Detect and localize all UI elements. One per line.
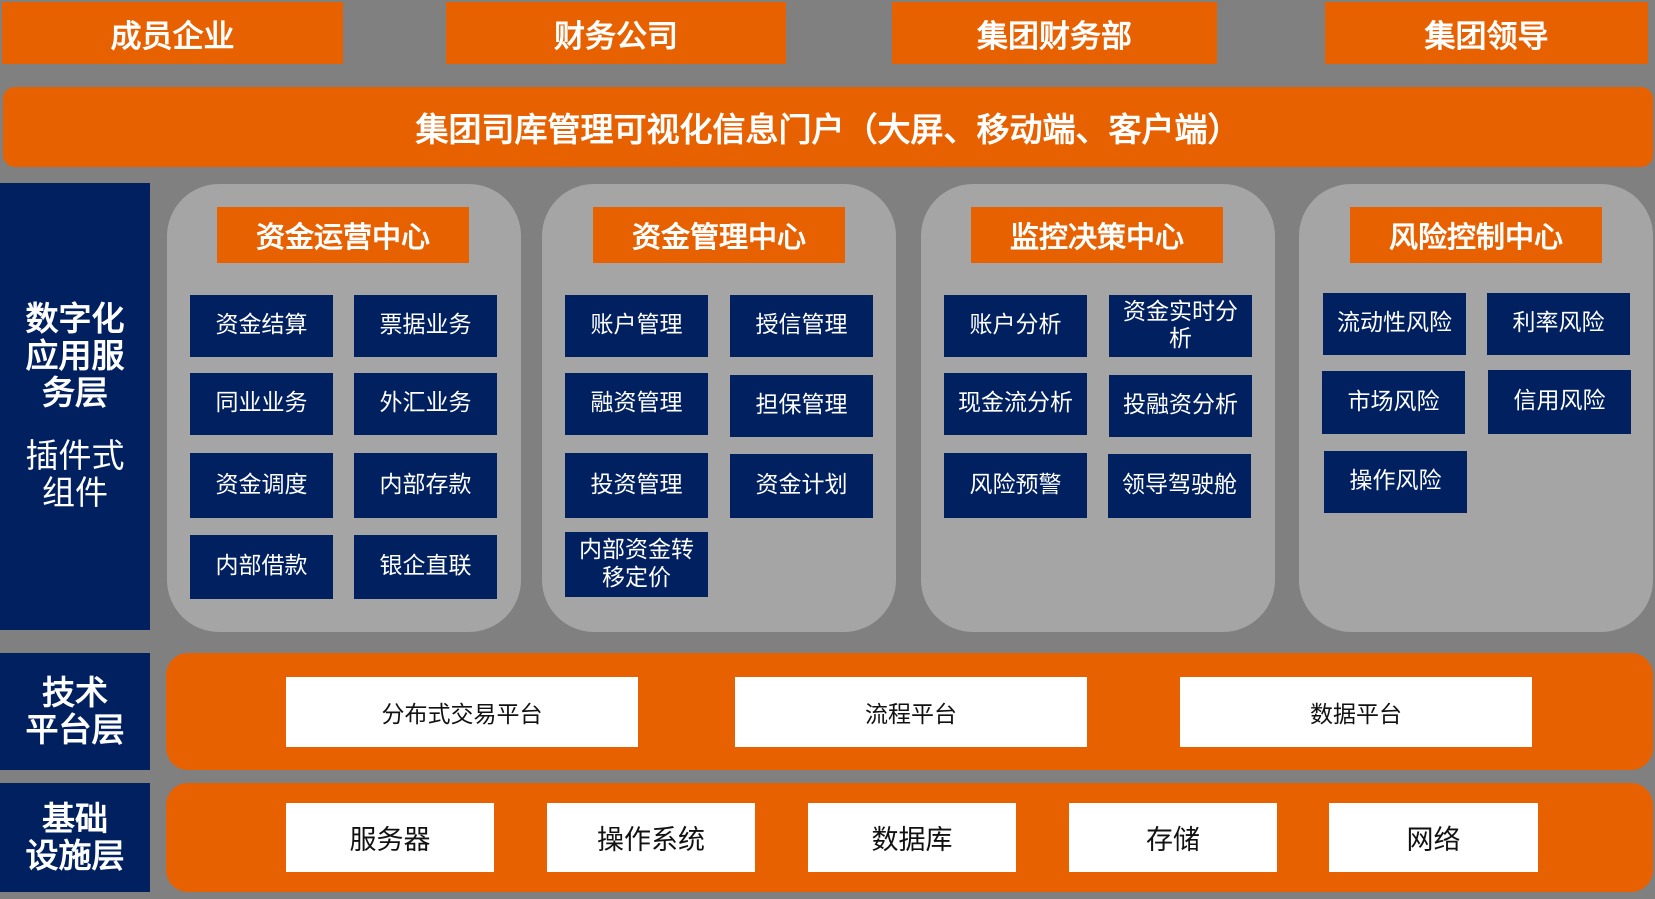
infrastructure-layer-strip: 服务器 操作系统 数据库 存储 网络 [166,783,1653,892]
module-item[interactable]: 账户分析 [944,295,1087,357]
title-line: 设施层 [25,835,125,875]
stakeholder-group-finance-dept: 集团财务部 [892,2,1217,64]
module-item[interactable]: 内部资金转移定价 [565,532,708,597]
module-item[interactable]: 风险预警 [944,453,1087,518]
subtitle-line: 组件 [42,472,108,512]
stakeholder-group-leaders: 集团领导 [1325,2,1648,64]
panel-header: 风险控制中心 [1350,207,1602,263]
stakeholder-label: 集团财务部 [977,18,1132,55]
module-item[interactable]: 资金调度 [190,453,333,518]
title-line: 务层 [42,373,108,413]
infra-operating-system[interactable]: 操作系统 [547,803,755,872]
title-line: 应用服 [25,336,125,376]
stakeholder-finance-company: 财务公司 [446,2,786,64]
title-line: 平台层 [25,709,125,749]
platform-data[interactable]: 数据平台 [1180,677,1532,747]
module-item[interactable]: 授信管理 [730,295,873,357]
title-line: 技术 [42,672,108,712]
module-item[interactable]: 内部存款 [354,453,497,518]
module-item[interactable]: 资金结算 [190,295,333,357]
technology-layer-strip: 分布式交易平台 流程平台 数据平台 [166,653,1653,770]
module-item[interactable]: 资金计划 [730,454,873,518]
module-item[interactable]: 银企直联 [354,535,497,599]
panel-header: 监控决策中心 [971,207,1223,263]
title-line: 数字化 [25,299,125,339]
center-panel-fund-operations: 资金运营中心 资金结算 票据业务 同业业务 外汇业务 资金调度 内部存款 内部借… [167,184,521,632]
portal-title: 集团司库管理可视化信息门户（大屏、移动端、客户端） [415,110,1241,149]
stakeholder-label: 财务公司 [554,18,678,55]
module-item[interactable]: 投资管理 [565,453,708,518]
module-item[interactable]: 信用风险 [1488,370,1631,434]
module-item[interactable]: 融资管理 [565,373,708,435]
technology-layer-label: 技术 平台层 [0,653,150,770]
infra-storage[interactable]: 存储 [1069,803,1277,872]
portal-banner: 集团司库管理可视化信息门户（大屏、移动端、客户端） [3,87,1653,167]
infra-network[interactable]: 网络 [1329,803,1538,872]
module-item[interactable]: 领导驾驶舱 [1108,454,1251,518]
module-item[interactable]: 操作风险 [1324,451,1467,513]
center-panel-monitoring-decision: 监控决策中心 账户分析 资金实时分析 现金流分析 投融资分析 风险预警 领导驾驶… [921,184,1275,632]
title-line: 基础 [42,798,108,838]
panel-header: 资金运营中心 [217,207,469,263]
stakeholder-member-enterprises: 成员企业 [2,2,343,64]
stakeholder-label: 集团领导 [1424,18,1549,55]
module-item[interactable]: 内部借款 [190,535,333,599]
application-layer-title: 数字化 应用服 务层 [25,299,125,413]
center-panel-fund-management: 资金管理中心 账户管理 授信管理 融资管理 担保管理 投资管理 资金计划 内部资… [542,184,896,632]
platform-distributed-transaction[interactable]: 分布式交易平台 [286,677,638,747]
infra-server[interactable]: 服务器 [286,803,494,872]
infra-database[interactable]: 数据库 [808,803,1016,872]
subtitle-line: 插件式 [25,435,125,475]
module-item[interactable]: 账户管理 [565,295,708,357]
module-item[interactable]: 同业业务 [190,373,333,435]
module-item[interactable]: 现金流分析 [944,373,1087,435]
module-item[interactable]: 利率风险 [1487,293,1630,355]
module-item[interactable]: 票据业务 [354,295,497,357]
infrastructure-layer-title: 基础 设施层 [25,798,125,875]
stakeholder-label: 成员企业 [110,18,235,55]
module-item[interactable]: 外汇业务 [354,373,497,435]
center-panel-risk-control: 风险控制中心 流动性风险 利率风险 市场风险 信用风险 操作风险 [1299,184,1653,632]
platform-workflow[interactable]: 流程平台 [735,677,1087,747]
module-item[interactable]: 流动性风险 [1323,293,1466,355]
technology-layer-title: 技术 平台层 [25,672,125,749]
module-item[interactable]: 投融资分析 [1109,375,1252,437]
module-item[interactable]: 担保管理 [730,375,873,437]
application-layer-label: 数字化 应用服 务层 插件式 组件 [0,183,150,630]
application-layer-subtitle: 插件式 组件 [25,435,125,512]
infrastructure-layer-label: 基础 设施层 [0,783,150,892]
panel-header: 资金管理中心 [593,207,845,263]
module-item[interactable]: 市场风险 [1322,371,1465,434]
module-item[interactable]: 资金实时分析 [1109,295,1252,357]
